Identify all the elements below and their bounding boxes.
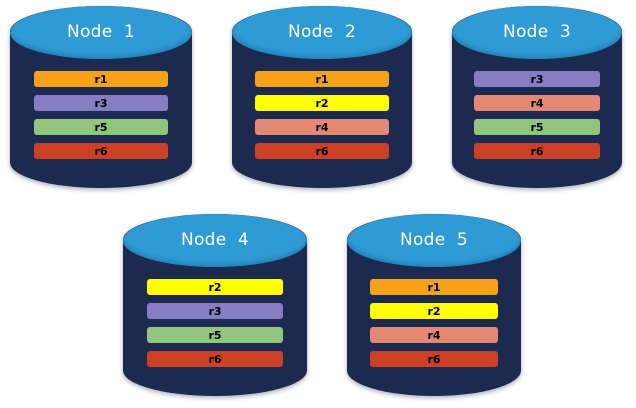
shard-label: r6: [315, 144, 329, 158]
shard-list: r1 r2 r4 r6: [232, 71, 412, 159]
node-2[interactable]: Node 2 r1 r2 r4 r6: [232, 6, 412, 188]
shard-r4[interactable]: r4: [474, 95, 600, 111]
cylinder-top-disc: [347, 214, 521, 267]
node-title: Node 5: [399, 230, 469, 251]
shard-r2[interactable]: r2: [369, 303, 499, 319]
shard-label: r4: [315, 120, 329, 134]
shard-r5[interactable]: r5: [33, 119, 169, 135]
cylinder-top-disc: [123, 214, 307, 267]
shard-label: r1: [94, 72, 108, 86]
shard-label: r6: [94, 144, 108, 158]
shard-label: r6: [208, 352, 222, 366]
shard-r6[interactable]: r6: [33, 143, 169, 159]
shard-label: r4: [530, 96, 544, 110]
node-title: Node 1: [66, 22, 136, 43]
shard-label: r6: [427, 352, 441, 366]
shard-label: r5: [208, 328, 222, 342]
shard-r6[interactable]: r6: [255, 143, 389, 159]
shard-list: r3 r4 r5 r6: [452, 71, 622, 159]
shard-r5[interactable]: r5: [474, 119, 600, 135]
shard-label: r6: [530, 144, 544, 158]
shard-label: r1: [427, 280, 441, 294]
shard-list: r2 r3 r5 r6: [123, 279, 307, 367]
node-1[interactable]: Node 1 r1 r3 r5 r6: [10, 6, 192, 188]
shard-label: r3: [530, 72, 544, 86]
shard-r3[interactable]: r3: [146, 303, 284, 319]
shard-r3[interactable]: r3: [33, 95, 169, 111]
shard-label: r5: [94, 120, 108, 134]
shard-r1[interactable]: r1: [255, 71, 389, 87]
shard-r4[interactable]: r4: [255, 119, 389, 135]
shard-r6[interactable]: r6: [474, 143, 600, 159]
shard-r3[interactable]: r3: [474, 71, 600, 87]
shard-r6[interactable]: r6: [146, 351, 284, 367]
cylinder-top-disc: [452, 6, 622, 59]
shard-r1[interactable]: r1: [369, 279, 499, 295]
shard-r5[interactable]: r5: [146, 327, 284, 343]
shard-label: r2: [427, 304, 441, 318]
shard-label: r3: [94, 96, 108, 110]
shard-label: r4: [427, 328, 441, 342]
shard-label: r1: [315, 72, 329, 86]
shard-r4[interactable]: r4: [369, 327, 499, 343]
cylinder-top-disc: [232, 6, 412, 59]
shard-list: r1 r2 r4 r6: [347, 279, 521, 367]
shard-r1[interactable]: r1: [33, 71, 169, 87]
shard-label: r2: [208, 280, 222, 294]
node-title: Node 2: [287, 22, 357, 43]
shard-label: r2: [315, 96, 329, 110]
node-3[interactable]: Node 3 r3 r4 r5 r6: [452, 6, 622, 188]
shard-r2[interactable]: r2: [255, 95, 389, 111]
node-4[interactable]: Node 4 r2 r3 r5 r6: [123, 214, 307, 396]
shard-label: r5: [530, 120, 544, 134]
shard-list: r1 r3 r5 r6: [10, 71, 192, 159]
shard-r6[interactable]: r6: [369, 351, 499, 367]
shard-label: r3: [208, 304, 222, 318]
node-title: Node 3: [502, 22, 572, 43]
node-5[interactable]: Node 5 r1 r2 r4 r6: [347, 214, 521, 396]
shard-r2[interactable]: r2: [146, 279, 284, 295]
cylinder-top-disc: [10, 6, 192, 59]
node-title: Node 4: [180, 230, 250, 251]
